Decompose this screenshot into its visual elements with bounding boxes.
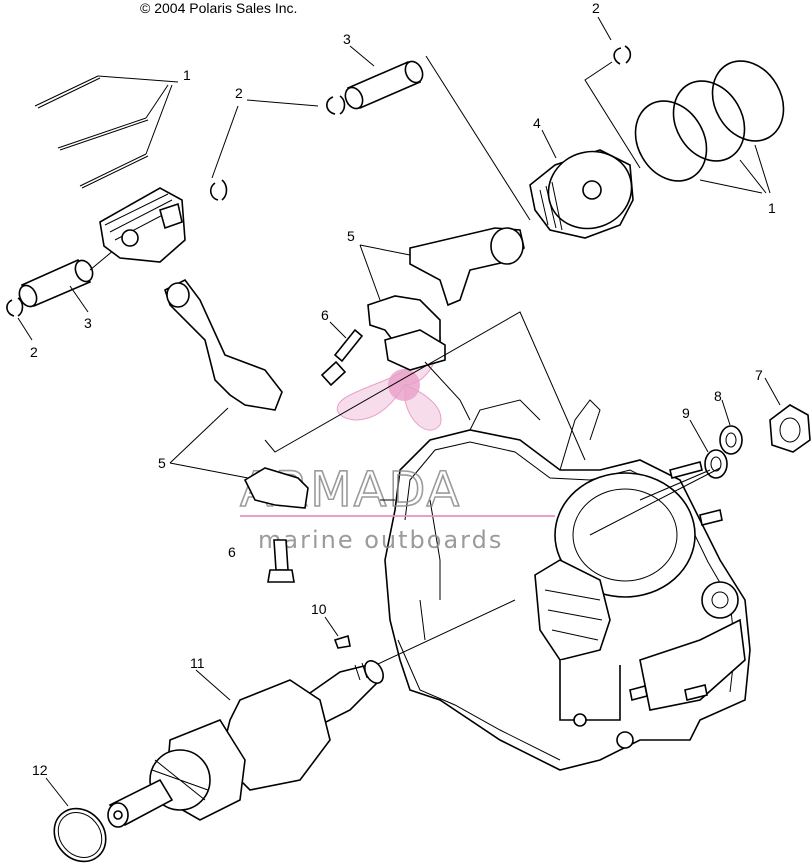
copyright-notice: © 2004 Polaris Sales Inc. [140,0,298,16]
callout-2-left: 2 [30,344,38,360]
rod-bolt-lower [267,539,295,583]
crankcase [384,399,751,771]
callout-3-left: 3 [84,315,92,331]
snap-ring-middle [211,95,346,179]
flat-washer [689,419,728,479]
connecting-rod-upper [359,227,525,371]
lock-washer [719,399,743,455]
watermark-subtitle: marine outboards [258,526,503,554]
crankshaft [107,599,516,828]
callout-7: 7 [755,367,763,383]
woodruff-key [324,616,351,649]
flywheel-nut [764,377,811,453]
callout-12: 12 [32,762,48,778]
callout-11: 11 [190,655,205,671]
callout-labels: 1 1 2 2 2 3 3 4 5 5 6 6 7 8 9 10 11 12 [30,0,776,778]
callout-6-lower: 6 [228,544,236,560]
assembly-guide-lines [264,311,721,536]
piston-pin-top [344,45,531,221]
piston-left [99,187,186,263]
callout-1-right: 1 [768,200,776,216]
callout-1-left: 1 [183,67,191,83]
piston-ring-set-left [34,75,179,189]
oil-seal-ring [45,777,107,863]
callout-3-top: 3 [343,31,351,47]
callout-6-upper: 6 [321,307,329,323]
piston-pin-left [18,244,121,313]
callout-5-upper: 5 [347,228,355,244]
callout-8: 8 [714,388,722,404]
callout-2-middle: 2 [235,85,243,101]
rod-bolt-upper [320,321,364,387]
snap-ring-lower [209,179,228,201]
connecting-rod-lower [164,278,309,509]
piston-right [529,129,634,239]
callout-5-lower: 5 [158,455,166,471]
snap-ring-left [6,297,33,341]
snap-ring-top [584,16,641,169]
callout-10: 10 [311,601,327,617]
callout-9: 9 [682,405,690,421]
piston-ring-set-right [634,60,785,194]
callout-4: 4 [533,115,541,131]
callout-2-top: 2 [592,0,600,16]
